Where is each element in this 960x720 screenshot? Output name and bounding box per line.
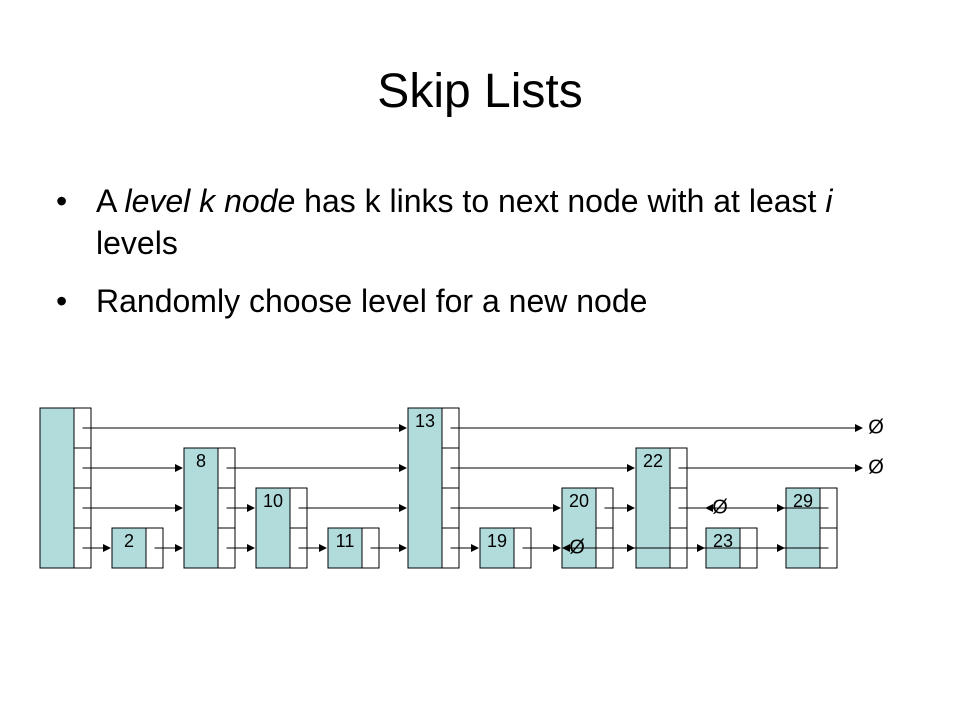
- bullet-text-italic: i: [825, 183, 833, 219]
- null-pointer-symbol: Ø: [868, 416, 884, 438]
- bullet-item-level-k: • A level k node has k links to next nod…: [56, 180, 916, 264]
- bullet-text-part: Randomly choose level for a new node: [96, 283, 648, 319]
- node-key-label: 23: [713, 531, 733, 551]
- node-key-box: [183, 447, 219, 569]
- node-key-box: [479, 527, 515, 569]
- node-key-label: 13: [415, 411, 435, 431]
- null-pointer-symbol: Ø: [569, 536, 585, 558]
- bullet-list: • A level k node has k links to next nod…: [56, 180, 916, 338]
- null-pointer-symbol: Ø: [868, 456, 884, 478]
- null-pointer-symbol: Ø: [712, 496, 728, 518]
- bullet-dot: •: [56, 183, 68, 219]
- slide-title: Skip Lists: [377, 65, 583, 118]
- node-key-label: 8: [196, 451, 206, 471]
- node-key-box: [407, 407, 443, 569]
- node-key-box: [111, 527, 147, 569]
- node-key-label: 10: [263, 491, 283, 511]
- node-key-box: [785, 487, 821, 569]
- node-key-label: 22: [643, 451, 663, 471]
- node-key-label: 29: [793, 491, 813, 511]
- node-key-label: 11: [336, 531, 355, 551]
- node-key-label: 19: [487, 531, 507, 551]
- node-key-box: [39, 407, 75, 569]
- node-key-label: 20: [569, 491, 589, 511]
- node-key-box: [255, 487, 291, 569]
- bullet-text-part: has k links to next node with at least: [295, 183, 826, 219]
- node-key-label: 2: [124, 531, 134, 551]
- bullet-text-part: levels: [96, 225, 178, 261]
- bullet-text-part: A: [96, 183, 125, 219]
- bullet-dot: •: [56, 283, 68, 319]
- bullet-item-random-level: • Randomly choose level for a new node: [56, 280, 916, 322]
- node-key-box: [561, 487, 597, 569]
- bullet-text-italic: level k node: [124, 183, 296, 219]
